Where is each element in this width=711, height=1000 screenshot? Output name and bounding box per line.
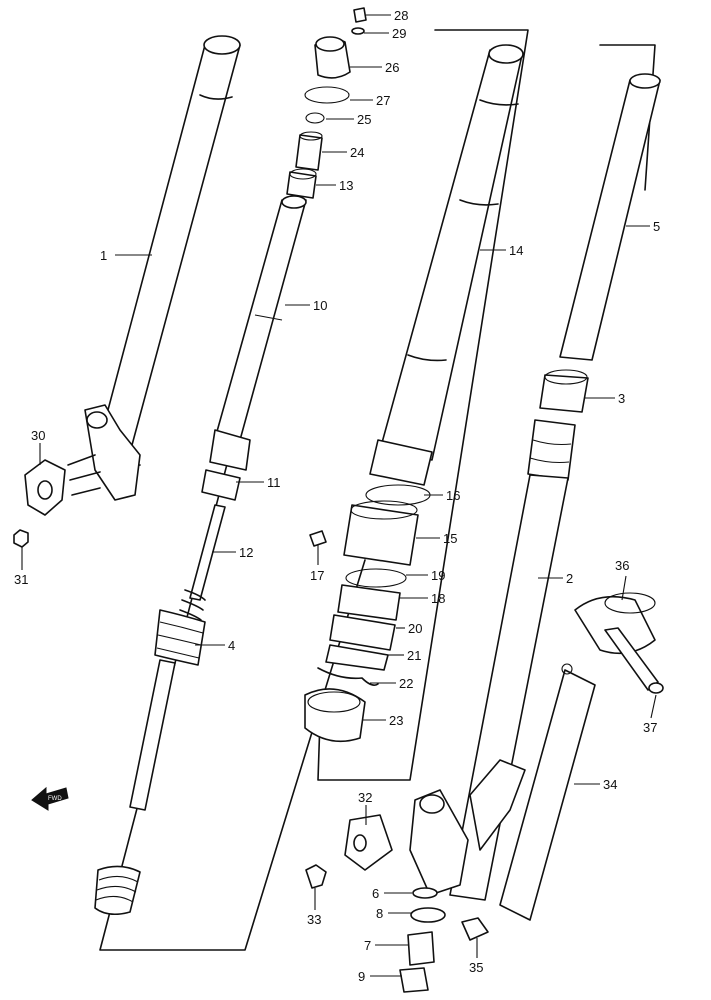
- forward-badge-text: FWD: [48, 796, 62, 802]
- part-number-callouts: 1 2 3 4 5 6 7 8 9 10 11 12 13 14 15 16 1…: [14, 8, 660, 984]
- callout-7: 7: [364, 938, 371, 953]
- callout-35: 35: [469, 960, 483, 975]
- group-frame-middle: [317, 29, 529, 781]
- callout-33: 33: [307, 912, 321, 927]
- callout-31: 31: [14, 572, 28, 587]
- callout-10: 10: [313, 298, 327, 313]
- leader-lines: [21, 14, 657, 977]
- callout-23: 23: [389, 713, 403, 728]
- lower-axle-holder: [305, 759, 526, 993]
- callout-15: 15: [443, 531, 457, 546]
- callout-25: 25: [357, 112, 371, 127]
- callout-36: 36: [615, 558, 629, 573]
- callout-24: 24: [350, 145, 364, 160]
- callout-9: 9: [358, 969, 365, 984]
- fork-clamp: [574, 592, 664, 694]
- callout-29: 29: [392, 26, 406, 41]
- callout-30: 30: [31, 428, 45, 443]
- callout-26: 26: [385, 60, 399, 75]
- callout-11: 11: [267, 475, 281, 490]
- outer-tube-left: [99, 35, 241, 469]
- callout-37: 37: [643, 720, 657, 735]
- callout-4: 4: [228, 638, 235, 653]
- callout-17: 17: [310, 568, 324, 583]
- callout-16: 16: [446, 488, 460, 503]
- callout-1: 1: [100, 248, 107, 263]
- callout-12: 12: [239, 545, 253, 560]
- callout-19: 19: [431, 568, 445, 583]
- callout-34: 34: [603, 777, 617, 792]
- callout-22: 22: [399, 676, 413, 691]
- callout-2: 2: [566, 571, 573, 586]
- inner-tube-assembly: [304, 44, 524, 743]
- callout-28: 28: [394, 8, 408, 23]
- callout-27: 27: [376, 93, 390, 108]
- callout-20: 20: [408, 621, 422, 636]
- callout-5: 5: [653, 219, 660, 234]
- callout-21: 21: [407, 648, 421, 663]
- fork-guard: [499, 663, 596, 921]
- callout-6: 6: [372, 886, 379, 901]
- group-frame-right: [599, 44, 656, 191]
- callout-13: 13: [339, 178, 353, 193]
- axle-holder-left: [13, 404, 141, 548]
- forward-direction-badge: FWD: [31, 786, 69, 811]
- callout-3: 3: [618, 391, 625, 406]
- callout-18: 18: [431, 591, 445, 606]
- callout-8: 8: [376, 906, 383, 921]
- top-cap-parts: [286, 7, 367, 199]
- damper-rod-assembly: [94, 195, 307, 916]
- callout-32: 32: [358, 790, 372, 805]
- callout-14: 14: [509, 243, 523, 258]
